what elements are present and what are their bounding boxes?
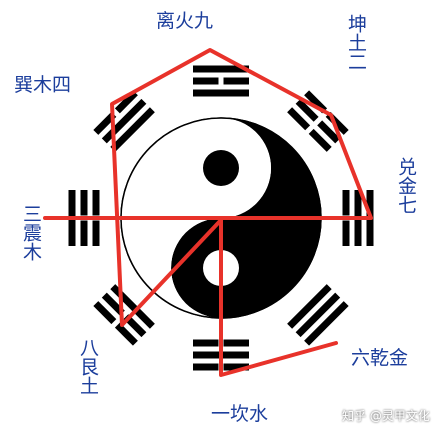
trigram-gen xyxy=(93,284,155,346)
label-gen: 八艮土 xyxy=(77,338,99,395)
trigram-line-broken xyxy=(287,107,311,131)
trigram-line-solid xyxy=(193,65,249,73)
trigram-line-broken xyxy=(223,339,249,347)
label-xun: 巽木四 xyxy=(14,74,72,96)
trigram-line-broken xyxy=(295,98,319,122)
trigram-line-broken xyxy=(308,128,332,152)
trigram-line-solid xyxy=(304,301,349,346)
trigram-line-broken xyxy=(92,220,100,246)
trigram-line-solid xyxy=(193,89,249,97)
trigram-line-broken xyxy=(223,77,249,85)
trigram-line-broken xyxy=(317,120,341,144)
label-zhen: 三震木 xyxy=(20,204,42,261)
watermark: 知乎 @灵甲文化 xyxy=(342,409,430,423)
flight-path xyxy=(43,48,373,377)
label-qian: 六乾金 xyxy=(351,347,409,369)
trigram-line-broken xyxy=(223,363,249,371)
trigram-line-broken xyxy=(193,339,219,347)
trigram-line-broken xyxy=(92,190,100,216)
trigram-line-solid xyxy=(110,107,155,152)
trigram-line-solid xyxy=(287,284,332,329)
trigram-line-broken xyxy=(193,77,219,85)
label-li: 离火九 xyxy=(156,10,214,32)
label-dui: 兑金七 xyxy=(395,157,417,214)
label-kun: 坤土二 xyxy=(345,14,367,71)
trigram-line-broken xyxy=(342,220,350,246)
trigram-line-broken xyxy=(114,322,138,346)
trigram-line-broken xyxy=(101,292,125,316)
trigram-line-broken xyxy=(193,363,219,371)
trigram-li xyxy=(193,65,249,97)
trigram-xun xyxy=(93,90,155,152)
trigram-line-broken xyxy=(93,111,117,135)
label-kan: 一坎水 xyxy=(211,403,269,425)
taiji-upper-dot xyxy=(203,150,239,186)
trigram-line-broken xyxy=(93,301,117,325)
trigram-line-broken xyxy=(114,90,138,114)
trigram-qian xyxy=(287,284,349,346)
trigram-line-broken xyxy=(342,190,350,216)
trigram-line-broken xyxy=(80,190,88,216)
trigram-line-broken xyxy=(80,220,88,246)
trigram-kun xyxy=(287,90,349,152)
trigram-line-solid xyxy=(295,292,341,338)
